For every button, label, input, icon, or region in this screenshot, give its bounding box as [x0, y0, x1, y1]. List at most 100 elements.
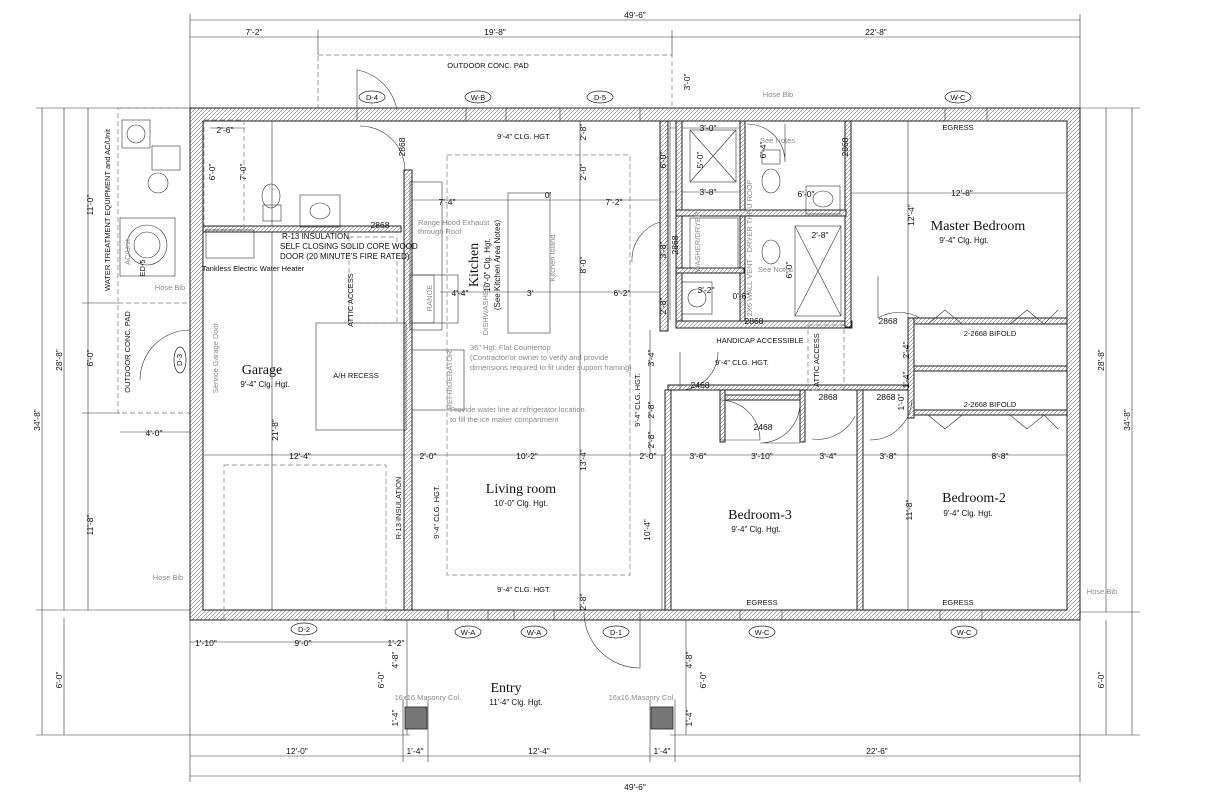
bed3-clg: 9'-4" Clg. Hgt.	[731, 525, 780, 534]
dim-kitchen-h2: 2'-0"	[578, 164, 588, 181]
dim-living-bot: 2'-8"	[578, 594, 588, 611]
dim-bath-w1: 3'-0"	[700, 123, 717, 133]
egress-bed3-label: EGRESS	[746, 598, 777, 607]
dim-entry-right-a: 4'-8"	[684, 652, 694, 669]
bed2-name: Bedroom-2	[942, 491, 1006, 506]
door-2868-d: 2868	[879, 316, 898, 326]
dim-living-w2: 10'-2"	[516, 451, 538, 461]
dim-garage-height: 21'-8"	[270, 419, 280, 441]
doors	[139, 69, 921, 669]
svg-text:W-C: W-C	[957, 628, 972, 637]
dim-kitchen-w2: 7'-2"	[606, 197, 623, 207]
svg-text:D-5: D-5	[594, 93, 606, 102]
dim-bath-w3: 2'-8"	[812, 230, 829, 240]
dim-right-section: 28'-8"	[1096, 349, 1106, 371]
dim-master-w: 12'-8"	[951, 188, 973, 198]
dim-bath-h2: 5'-0"	[695, 152, 705, 169]
living-name: Living room	[486, 482, 556, 497]
countertop-label-2: (Contractor/or owner to verify and provi…	[470, 353, 608, 362]
dim-kitchen-h1: 2'-8"	[578, 124, 588, 141]
dim-bed3-w3: 3'-4"	[820, 451, 837, 461]
dim-hall-h3: 1'-4"	[901, 372, 911, 389]
dim-left-mid: 6'-0"	[85, 350, 95, 367]
dim-bath-h7: 6'-0"	[798, 189, 815, 199]
dim-hall-h4: 1'-0"	[896, 394, 906, 411]
bed3-name: Bedroom-3	[728, 508, 792, 523]
svg-text:D-1: D-1	[610, 628, 622, 637]
living-clg-side-2: 9'-4" CLG. HGT.	[633, 373, 642, 427]
dim-top-left: 7'-2"	[246, 27, 263, 37]
dim-left-section: 28'-8"	[54, 349, 64, 371]
dim-left-entry: 6'-0"	[54, 672, 64, 689]
dim-bed2-w1: 3'-8"	[880, 451, 897, 461]
dim-kitchen-w4: 4'-4"	[452, 288, 469, 298]
wall-vent-label: 2X6 WALL VENT - DRYER THRU ROOF	[745, 179, 754, 316]
dim-bath-w2: 3'-8"	[700, 187, 717, 197]
egress-bed2-label: EGRESS	[942, 598, 973, 607]
tag-d5: D-5	[586, 90, 614, 104]
dim-bed3-w1: 3'-6"	[690, 451, 707, 461]
hose-bib-label-3: Hose Bib	[763, 90, 793, 99]
dim-garage-door-right: 1'-2"	[388, 638, 405, 648]
dim-bed3-w2: 3'-10"	[751, 451, 773, 461]
bed2-clg: 9'-4" Clg. Hgt.	[943, 509, 992, 518]
kitchen-note: (See Kitchen Area Notes)	[493, 220, 502, 311]
dim-bath-w5: 3'-2"	[698, 285, 715, 295]
hose-bib-label-2: Hose Bib	[153, 573, 183, 582]
dim-right-entry: 6'-0"	[1096, 672, 1106, 689]
opening-tags: D-4 W-B D-5 W-C D-3 D-2 W-A W-A	[173, 90, 978, 639]
tag-d4: D-4	[358, 90, 386, 104]
annotations: OUTDOOR CONC. PAD OUTDOOR CONC. PAD WATE…	[103, 61, 1117, 702]
door-size-labels: 2868 2868 2868 2868 2868 2868 2868 2868 …	[371, 137, 898, 432]
exterior-walls	[189, 107, 1081, 621]
master-name: Master Bedroom	[931, 219, 1026, 234]
svg-text:D-4: D-4	[366, 93, 378, 102]
dim-utility-h2: 6'-0"	[207, 164, 217, 181]
dim-garage-width: 12'-4"	[289, 451, 311, 461]
dim-garage-door-left: 1'-10"	[195, 638, 217, 648]
dim-living-h: 13'-4"	[578, 449, 588, 471]
water-line-label-1: Provide water line at refrigerator locat…	[450, 405, 585, 414]
dim-kitchen-w1: 7'-4"	[439, 197, 456, 207]
svg-text:W-C: W-C	[755, 628, 770, 637]
range-hood-label-1: Range Hood Exhaust	[418, 218, 490, 227]
kitchen-name: Kitchen	[467, 243, 482, 287]
ah-recess-label: A/H RECESS	[333, 371, 378, 380]
dim-bath-h3: 3'-8"	[658, 242, 668, 259]
ed5-label: ED-5	[138, 259, 147, 276]
dim-hall-h2: 2'-4"	[901, 342, 911, 359]
garage-clg: 9'-4" Clg. Hgt.	[240, 380, 289, 389]
svg-text:W-B: W-B	[471, 93, 485, 102]
r13-top-2: SELF CLOSING SOLID CORE WOOD	[280, 242, 418, 251]
dim-kitchen-w5: 3'	[527, 288, 534, 298]
kitchen-clg: 10'-0" Clg. Hgt.	[483, 238, 492, 292]
interior-walls	[202, 120, 1068, 611]
master-clg: 9'-4" Clg. Hgt.	[939, 236, 988, 245]
svg-text:W-A: W-A	[461, 628, 475, 637]
dim-bottom-right: 22'-6"	[866, 746, 888, 756]
dim-entry-right-b: 6'-0"	[698, 672, 708, 689]
door-2868-b: 2868	[371, 220, 390, 230]
handicap-label: HANDICAP ACCESSIBLE	[716, 336, 803, 345]
dim-kitchen-h3: 8'-0"	[578, 257, 588, 274]
dim-bed3-h: 10'-4"	[642, 519, 652, 541]
dim-hall-h5: 2'-8"	[646, 402, 656, 419]
tag-wc-top: W-C	[944, 90, 972, 104]
dim-top-overall: 49'-6"	[624, 10, 646, 20]
dim-bottom-overall: 49'-6"	[624, 782, 646, 792]
dim-bath-w4: 0'-6"	[733, 291, 750, 301]
countertop-label-3: dimensions required to fit under support…	[470, 363, 632, 372]
dim-bottom-col2: 1'-4"	[654, 746, 671, 756]
dim-living-w3: 2'-0"	[640, 451, 657, 461]
kitchen-island-label: Kitchen Island	[548, 234, 557, 281]
door-2468-b: 2468	[754, 422, 773, 432]
ac-unit-label: AC/Unit	[123, 238, 132, 265]
door-2868-e: 2868	[840, 137, 850, 156]
dim-bath-h4: 2'-8"	[658, 298, 668, 315]
dim-utility-h: 7'-0"	[238, 164, 248, 181]
service-garage-door-label: Service Garage Door	[211, 322, 220, 393]
dimension-lines	[36, 14, 1140, 782]
tankless-label: Tankless Electric Water Heater	[202, 264, 305, 273]
entry-name: Entry	[490, 681, 521, 696]
